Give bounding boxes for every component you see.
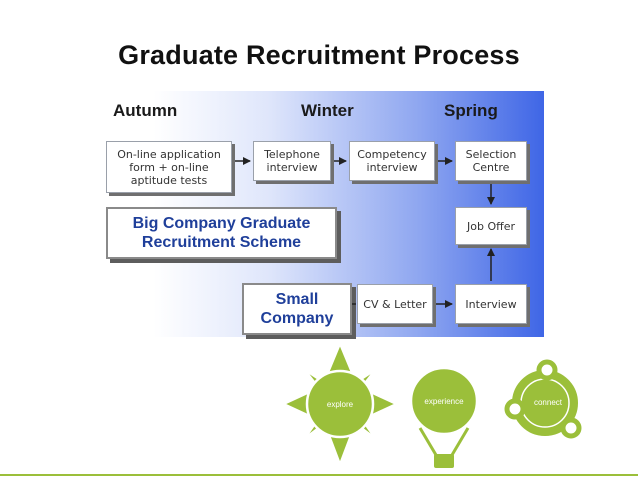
season-autumn: Autumn xyxy=(113,101,178,120)
season-winter: Winter xyxy=(301,101,354,120)
box-competency-interview: Competency interview xyxy=(349,141,435,181)
connect-ring-icon xyxy=(504,359,582,439)
footer-accent-line xyxy=(0,474,638,476)
page-title: Graduate Recruitment Process xyxy=(118,40,520,70)
box-cv-letter: CV & Letter xyxy=(357,284,433,324)
box-selection-centre: Selection Centre xyxy=(455,141,527,181)
logo-experience-label: experience xyxy=(424,397,464,406)
box-interview: Interview xyxy=(455,284,527,324)
balloon-icon xyxy=(409,366,479,468)
box-job-offer: Job Offer xyxy=(455,207,527,245)
explore-circle-icon xyxy=(305,369,375,439)
box-telephone-interview: Telephone interview xyxy=(253,141,331,181)
logo-explore-label: explore xyxy=(327,400,354,409)
season-spring: Spring xyxy=(444,101,498,120)
logo-connect-label: connect xyxy=(534,398,563,407)
box-big-company-scheme: Big Company Graduate Recruitment Scheme xyxy=(106,207,337,259)
box-online-application: On-line application form + on-line aptit… xyxy=(106,141,232,193)
box-small-company: Small Company xyxy=(242,283,352,335)
